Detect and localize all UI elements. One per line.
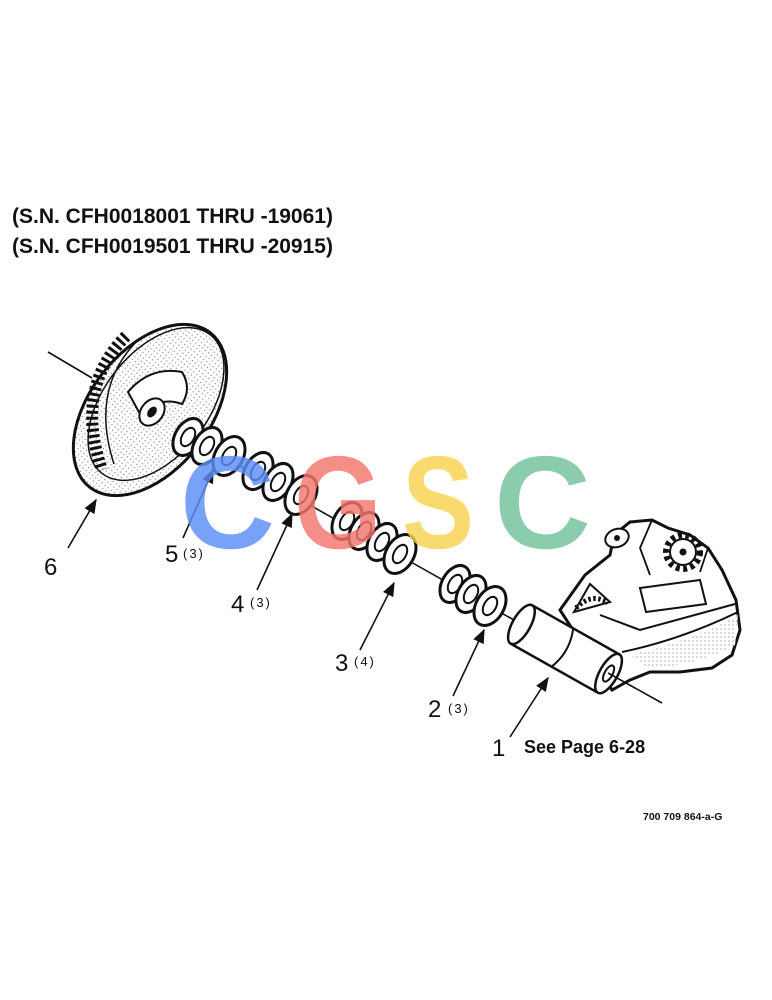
housing-lug: [604, 527, 630, 549]
leader-5: [182, 468, 214, 539]
drawing-number: 700 709 864-a-G: [643, 811, 722, 823]
part-1-tube: [506, 603, 624, 695]
part-2-ring: [472, 585, 508, 627]
watermark-letter-4: C: [494, 429, 591, 576]
watermark-logo: C G S C: [180, 429, 591, 576]
leader-6: [67, 498, 97, 549]
callout-6-number: 6: [44, 554, 57, 581]
part-4-ring: [261, 462, 295, 502]
part-2-rings: [438, 564, 508, 627]
callout-3-qty: (4): [354, 654, 376, 669]
leader-3: [359, 581, 395, 651]
callout-3-number: 3: [335, 650, 348, 677]
leader-1: [509, 676, 549, 738]
serial-range-1: (S.N. CFH0018001 THRU -19061): [12, 205, 333, 228]
callout-5-number: 5: [165, 541, 178, 568]
callout-4-qty: (3): [250, 595, 272, 610]
callout-4-number: 4: [231, 591, 244, 618]
part-5-ring: [211, 435, 247, 477]
callout-1-note: See Page 6-28: [524, 737, 645, 757]
watermark-letter-2: G: [294, 429, 382, 576]
callout-5-qty: (3): [183, 546, 205, 561]
shaft-axis-exit: [607, 672, 663, 704]
watermark-letter-3: S: [402, 429, 474, 576]
part-5-rings: [171, 417, 247, 477]
callout-2-qty: (3): [448, 701, 470, 716]
leader-2: [452, 628, 485, 697]
housing-bevel-gear: [571, 582, 613, 614]
watermark-letter-1: C: [180, 429, 275, 576]
part-3-rings: [330, 501, 418, 575]
shaft-axis-stub: [47, 351, 93, 379]
housing-gear: [663, 532, 703, 572]
callout-1-number: 1: [492, 735, 505, 762]
part-4-rings: [241, 451, 319, 516]
leader-4: [256, 512, 293, 591]
part-3-ring: [382, 533, 418, 575]
serial-range-2: (S.N. CFH0019501 THRU -20915): [12, 235, 333, 258]
callout-2-number: 2: [428, 696, 441, 723]
